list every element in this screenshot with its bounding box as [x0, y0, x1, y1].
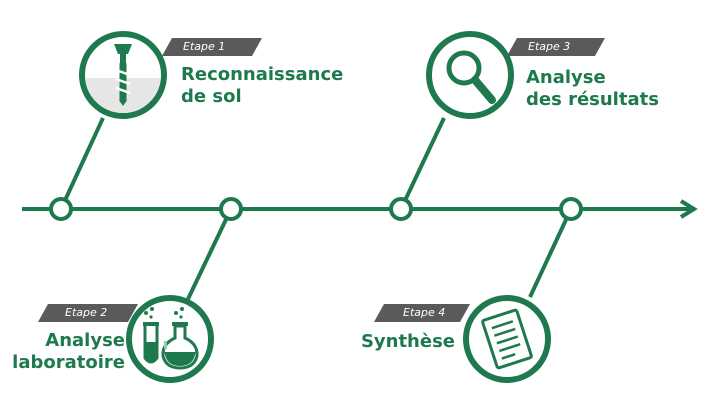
step-1-title-line-2: de sol: [181, 86, 242, 107]
step-3-tag: Etape 3: [528, 40, 571, 53]
step-4-tag: Etape 4: [403, 306, 446, 319]
step-3-node: [389, 197, 413, 221]
step-3-title: Analyse des résultats: [526, 67, 659, 111]
step-2-tag-banner: [38, 304, 138, 322]
timeline-arrowhead: [679, 199, 698, 219]
step-1-title: Reconnaissance de sol: [181, 64, 343, 108]
step-4-tag-banner: [374, 304, 470, 322]
step-4-node: [559, 197, 583, 221]
lab-flasks-icon: [126, 295, 214, 383]
step-2-tag: Etape 2: [65, 306, 108, 319]
magnifier-icon: [426, 31, 514, 119]
step-4-title-line-1: Synthèse: [360, 331, 455, 352]
step-1-connector: [59, 117, 105, 210]
step-2-connector: [186, 208, 233, 300]
document-icon: [463, 295, 551, 383]
step-3-connector: [399, 117, 446, 210]
step-4-connector: [528, 208, 573, 298]
step-3-title-line-1: Analyse: [526, 67, 606, 88]
step-1-tag-banner: [162, 38, 262, 56]
drill-bit-icon: [79, 31, 167, 119]
step-3-tag-banner: [507, 38, 605, 56]
step-2-node: [219, 197, 243, 221]
step-4-title: Synthèse: [361, 331, 455, 353]
step-2-title-line-1: Analyse: [45, 330, 125, 351]
step-1-node: [49, 197, 73, 221]
step-3-title-line-2: des résultats: [526, 89, 659, 110]
step-1-title-line-1: Reconnaissance: [181, 64, 344, 85]
step-2-title: Analyse laboratoire: [12, 330, 125, 374]
step-2-title-line-2: laboratoire: [12, 352, 125, 373]
step-1-tag: Etape 1: [183, 40, 226, 53]
